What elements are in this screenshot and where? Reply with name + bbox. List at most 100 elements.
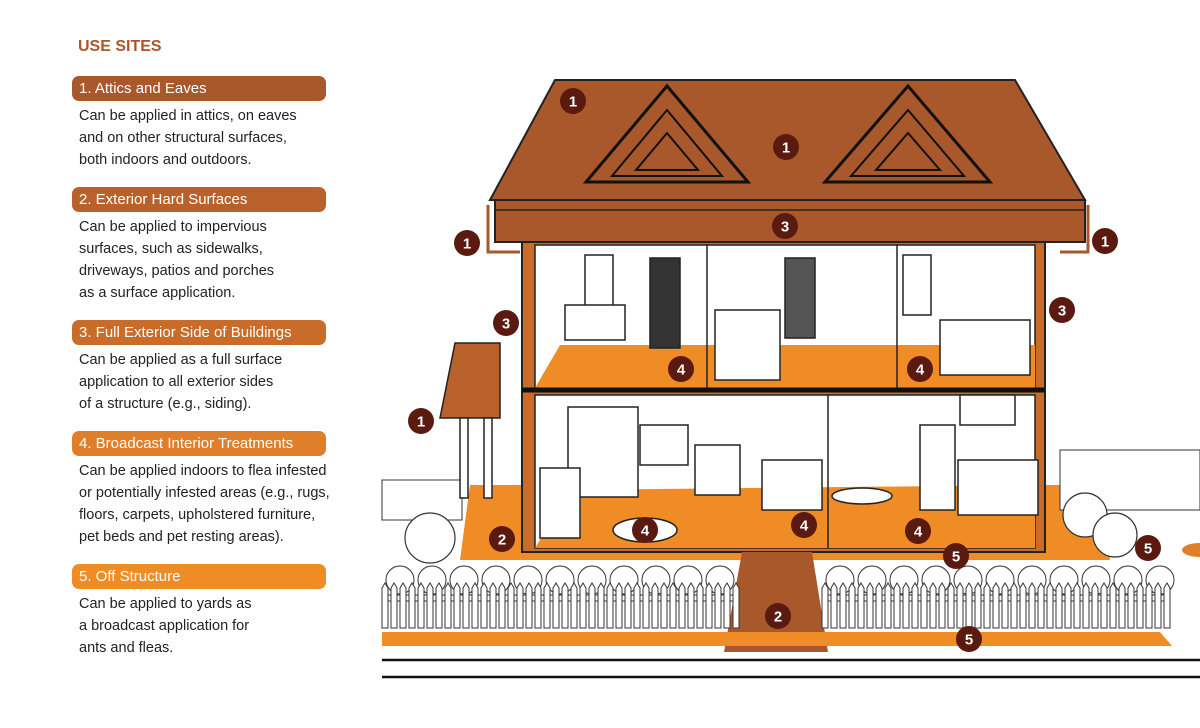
marker-label: 1 [782,140,790,157]
fence-picket [1019,582,1027,629]
fence-picket [480,582,488,629]
fence-picket [1163,582,1171,629]
fence-picket [830,582,838,629]
text-line: both indoors and outdoors. [79,152,252,168]
fence-picket [920,582,928,629]
fence-picket [714,582,722,629]
text-line: and on other structural surfaces, [79,130,287,146]
front-fence-right [821,565,1175,629]
fence-picket [839,582,847,629]
fence-picket [1073,582,1081,629]
fence-picket [462,582,470,629]
text-line: of a structure (e.g., siding). [79,396,252,412]
fence-picket [893,582,901,629]
fence-picket [857,582,865,629]
fence-picket [399,582,407,629]
use-site-marker-5: 5 [1135,535,1161,561]
text-line: or potentially infested areas (e.g., rug… [79,485,330,501]
section-5-body: Can be applied to yards as a broadcast a… [79,593,339,659]
section-1-heading: 1. Attics and Eaves [72,76,326,101]
fence-picket [938,582,946,629]
marker-label: 4 [914,524,923,541]
fence-picket [696,582,704,629]
fence-picket [1037,582,1045,629]
use-site-marker-2: 2 [765,603,791,629]
text-line: as a surface application. [79,285,236,301]
fence-picket [884,582,892,629]
fence-picket [489,582,497,629]
fence-picket [1028,582,1036,629]
fence-picket [1010,582,1018,629]
fence-picket [534,582,542,629]
fence-picket [1136,582,1144,629]
fence-picket [1145,582,1153,629]
marker-label: 2 [774,609,782,626]
use-site-marker-4: 4 [668,356,694,382]
fence-picket [911,582,919,629]
fence-picket [408,582,416,629]
text-line: surfaces, such as sidewalks, [79,241,263,257]
gutter-left [486,205,520,254]
fence-picket [606,582,614,629]
page-title: USE SITES [78,38,162,55]
use-site-marker-5: 5 [943,543,969,569]
fence-picket [444,582,452,629]
fence-picket [723,582,731,629]
use-site-marker-1: 1 [560,88,586,114]
fence-picket [669,582,677,629]
fence-picket [678,582,686,629]
fence-picket [1082,582,1090,629]
text-line: pet beds and pet resting areas). [79,529,284,545]
fence-picket [498,582,506,629]
fence-picket [615,582,623,629]
fence-picket [1091,582,1099,629]
fence-picket [390,582,398,629]
text-line: application to all exterior sides [79,374,274,390]
shrubs [404,492,1138,564]
use-site-marker-4: 4 [907,356,933,382]
fence-picket [947,582,955,629]
use-site-marker-5: 5 [956,626,982,652]
section-2-heading: 2. Exterior Hard Surfaces [72,187,326,212]
fence-picket [426,582,434,629]
text-line: Can be applied to yards as [79,596,252,612]
fence-picket [525,582,533,629]
fence-picket [1064,582,1072,629]
fence-picket [929,582,937,629]
fence-picket [435,582,443,629]
porch [439,342,501,499]
text-line: Can be applied as a full surface [79,352,283,368]
side-fence-left [381,479,463,521]
marker-label: 1 [1101,234,1109,251]
fence-picket [660,582,668,629]
text-line: Can be applied indoors to flea infested [79,463,327,479]
text-line: a broadcast application for [79,618,250,634]
fence-picket [471,582,479,629]
fence-picket [687,582,695,629]
fence-picket [588,582,596,629]
fence-picket [1118,582,1126,629]
front-fence-left [381,565,740,629]
use-site-marker-3: 3 [493,310,519,336]
off-structure-patch [1182,543,1200,557]
marker-label: 5 [952,549,960,566]
fence-picket [821,582,829,629]
fence-picket [1001,582,1009,629]
sidewalk-strip [382,632,1172,646]
fence-picket [642,582,650,629]
marker-label: 3 [781,219,789,236]
marker-label: 5 [965,632,973,649]
fence-picket [705,582,713,629]
fence-picket [507,582,515,629]
marker-label: 4 [641,523,650,540]
fence-picket [956,582,964,629]
section-4-heading: 4. Broadcast Interior Treatments [72,431,326,456]
section-4-body: Can be applied indoors to flea infested … [79,460,339,548]
use-site-marker-4: 4 [632,517,658,543]
text-line: Can be applied in attics, on eaves [79,108,297,124]
fence-picket [381,582,389,629]
marker-label: 4 [800,518,809,535]
section-3-heading: 3. Full Exterior Side of Buildings [72,320,326,345]
